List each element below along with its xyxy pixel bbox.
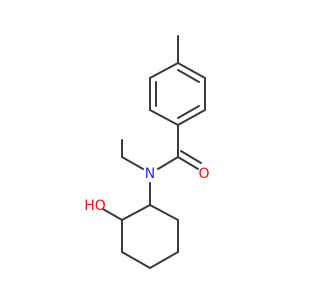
- bonds: [102, 35, 206, 269]
- hydroxyl-label: HO: [84, 198, 106, 214]
- oxygen-carbonyl-label: O: [198, 166, 209, 182]
- bond-ring-1: [177, 62, 206, 79]
- bond-ring-4: [149, 109, 179, 126]
- bond-carbonyl-1: [177, 156, 199, 170]
- bond-cyc-6: [121, 204, 151, 221]
- bond-ring-3: [177, 109, 206, 126]
- bond-cyc-3: [149, 251, 179, 269]
- structure-diagram: O N HO: [0, 0, 300, 300]
- bond-c-hydroxyl: [102, 208, 123, 221]
- bond-carbonyl-2: [180, 150, 202, 164]
- atom-labels: O N HO: [84, 166, 209, 214]
- bond-n-methyl-1: [121, 156, 144, 170]
- nitrogen-label: N: [145, 166, 155, 182]
- background: [0, 0, 300, 300]
- bond-cyc-1: [149, 204, 179, 221]
- bond-ring-3-inner: [177, 105, 200, 119]
- bond-ring-1-inner: [177, 69, 200, 83]
- bond-cyc-4: [121, 251, 151, 269]
- bond-ring-6: [149, 62, 179, 79]
- bond-carbonyl-nitrogen: [157, 156, 179, 170]
